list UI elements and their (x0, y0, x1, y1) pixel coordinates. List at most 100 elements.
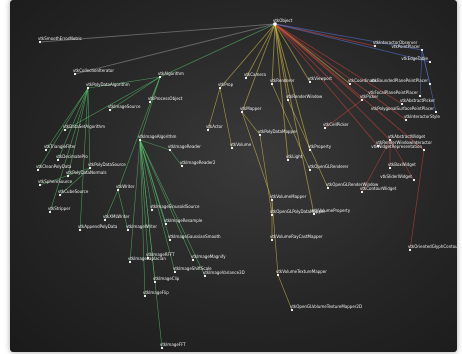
node-label: vtkImageShiftScale (173, 266, 212, 271)
graph-edge-pl-fpp (419, 49, 423, 97)
node-dot (86, 86, 90, 90)
graph-node-ren[interactable]: vtkRenderer (270, 78, 295, 86)
graph-canvas[interactable]: vtkObject vtkSmoothErrorMetric vtkCollecti… (10, 0, 457, 352)
node-label: vtkVolumeTextureMapper (276, 269, 327, 274)
graph-node-ogm[interactable]: vtkOpenGLPolyDataMapper (270, 209, 325, 217)
graph-node-rgl[interactable]: vtkOpenGLRenderer (308, 164, 349, 172)
node-dot (286, 98, 290, 102)
node-dot (290, 308, 294, 312)
graph-node-pda[interactable]: vtkProcessObject (148, 96, 183, 104)
graph-node-rwi[interactable]: vtkRenderWindowInteractor (376, 140, 432, 148)
graph-node-wr[interactable]: vtkWriter (116, 184, 135, 192)
graph-node-ovtm[interactable]: vtkOpenGLVolumeTextureMapper2D (290, 304, 362, 312)
graph-node-igf[interactable]: vtkImageGaussianSmooth (168, 234, 221, 242)
graph-node-eh[interactable]: vtkEdgeTable (401, 56, 432, 64)
graph-edge-ah-wr (117, 76, 161, 191)
graph-node-str[interactable]: vtkStripper (48, 206, 71, 214)
graph-node-obj[interactable]: vtkObject (273, 18, 293, 26)
graph-node-lt[interactable]: vtkLight (286, 154, 303, 162)
graph-node-csf[interactable]: vtkCubeSource (58, 189, 89, 197)
graph-node-fpp[interactable]: vtkFocalPlanePointPlacer (368, 90, 422, 98)
graph-node-bw[interactable]: vtkBoxWidget (388, 162, 416, 170)
graph-node-pf[interactable]: vtkProp (218, 82, 234, 90)
graph-node-cln[interactable]: vtkCleanPolyData (36, 164, 72, 172)
node-label: vtkAlgorithm (158, 71, 184, 76)
graph-node-cf[interactable]: vtkCellPicker (323, 122, 349, 130)
graph-node-vrc[interactable]: vtkVolumeRayCastMapper (270, 234, 323, 242)
graph-node-vm[interactable]: vtkVolumeMapper (270, 194, 307, 202)
node-label: vtkLight (286, 154, 303, 159)
graph-node-ctf[interactable]: vtkSphereSource (38, 179, 73, 187)
node-dot (128, 260, 132, 264)
graph-node-ist[interactable]: vtkInteractorStyle (404, 114, 441, 122)
graph-node-vtw[interactable]: vtkXMLWriter (103, 214, 130, 222)
graph-node-nrm[interactable]: vtkPolyDataNormals (66, 170, 107, 178)
graph-node-pl[interactable]: vtkPointPlacer (392, 44, 424, 52)
node-label: vtkInteractorStyle (404, 114, 441, 119)
graph-node-img[interactable]: vtkImageMagnify (191, 254, 226, 262)
graph-node-irf[interactable]: vtkImageRFFT (146, 252, 175, 260)
graph-node-ss[interactable]: vtkImageSource (108, 104, 141, 112)
graph-edge-aw-cwr (361, 139, 391, 193)
node-dot (146, 256, 150, 260)
node-label: vtkBoundedPlanePointPlacer (371, 78, 429, 83)
graph-node-vtm[interactable]: vtkVolumeTextureMapper (276, 269, 327, 277)
graph-node-rw[interactable]: vtkRenderWindow (286, 94, 323, 102)
graph-node-ilp[interactable]: vtkImageLaplacian (128, 256, 166, 264)
graph-node-pd[interactable]: vtkPolyDataAlgorithm (86, 82, 130, 90)
graph-node-aw[interactable]: vtkAbstractWidget (388, 134, 426, 142)
graph-node-irr[interactable]: vtkImageResample (164, 218, 203, 226)
graph-node-bpp[interactable]: vtkBoundedPlanePointPlacer (371, 78, 432, 86)
graph-node-isg[interactable]: vtkImageSinusoidSource (150, 204, 200, 212)
graph-edge-obj-ist (274, 23, 407, 121)
node-dot (258, 133, 262, 137)
graph-node-act[interactable]: vtkActor (206, 124, 223, 132)
graph-node-vlp[interactable]: vtkVolumeProperty (312, 208, 351, 216)
graph-node-cp[interactable]: vtkPicker (360, 94, 379, 102)
graph-node-tri[interactable]: vtkTriangleFilter (44, 144, 76, 152)
graph-edge-ia-isf (139, 139, 176, 273)
graph-node-ao[interactable]: vtkAbstractPicker (400, 98, 435, 106)
graph-node-rwg[interactable]: vtkOpenGLRenderWindow (326, 182, 379, 190)
graph-edge-ia-rdr (139, 139, 171, 151)
graph-node-isf[interactable]: vtkImageShiftScale (173, 266, 212, 274)
graph-node-map[interactable]: vtkMapper (240, 106, 262, 114)
graph-edge-obj-pf (219, 23, 276, 89)
graph-node-sw[interactable]: vtkSliderWidget (380, 174, 416, 182)
graph-node-ivp[interactable]: vtkImageVariance3D (203, 270, 245, 278)
node-dot (270, 198, 274, 202)
node-dot (38, 183, 42, 187)
graph-node-ife[interactable]: vtkImageFlip (143, 290, 169, 298)
graph-node-ah[interactable]: vtkAlgorithm (158, 71, 184, 79)
graph-node-ssf[interactable]: vtkSmoothErrorMetric (38, 36, 82, 44)
graph-node-app[interactable]: vtkAppendPolyData (78, 224, 118, 232)
graph-node-pdm[interactable]: vtkPolyDataMapper (258, 129, 297, 137)
graph-node-ci[interactable]: vtkCollectionIterator (73, 68, 114, 76)
graph-node-cam[interactable]: vtkCamera (244, 72, 266, 80)
graph-node-cwr[interactable]: vtkContourWidget (360, 186, 397, 194)
graph-node-ip[interactable]: vtkInteractorObserver (373, 40, 418, 48)
graph-node-vol[interactable]: vtkVolume (230, 142, 252, 150)
graph-node-mpr[interactable]: vtkImageReader2 (180, 160, 216, 168)
graph-node-ift[interactable]: vtkImageFFT (160, 342, 186, 350)
node-dot (206, 128, 210, 132)
graph-node-dsa[interactable]: vtkDataSetAlgorithm (63, 124, 105, 132)
graph-edge-aw-sw (389, 139, 415, 181)
graph-node-cs[interactable]: vtkCoordinate (348, 78, 377, 86)
node-dot (373, 44, 377, 48)
graph-node-ppp[interactable]: vtkPolygonalSurfacePointPlacer (371, 106, 438, 114)
class-hierarchy-graph[interactable]: vtkObject vtkSmoothErrorMetric vtkCollecti… (10, 0, 457, 352)
graph-node-rdr[interactable]: vtkImageReader (168, 144, 201, 152)
graph-edge-wrp-oc (409, 149, 425, 251)
graph-node-prp[interactable]: vtkProperty (308, 144, 332, 152)
graph-node-wrp[interactable]: vtkWidgetRepresentation (371, 144, 426, 152)
graph-node-dec[interactable]: vtkDecimatePro (56, 154, 88, 162)
graph-node-icp[interactable]: vtkImageClip (153, 276, 180, 284)
graph-node-oc[interactable]: vtkOrientedGlyphContourRepresentation (408, 244, 457, 252)
graph-node-imw[interactable]: vtkImageWriter (126, 224, 157, 232)
graph-edge-pf-vol (219, 87, 233, 149)
graph-node-vo[interactable]: vtkViewport (308, 76, 332, 84)
graph-node-ipf[interactable]: vtkPolyDataSource (88, 162, 126, 170)
node-label: vtkCamera (244, 72, 266, 77)
graph-node-ia[interactable]: vtkImageAlgorithm (138, 134, 176, 142)
